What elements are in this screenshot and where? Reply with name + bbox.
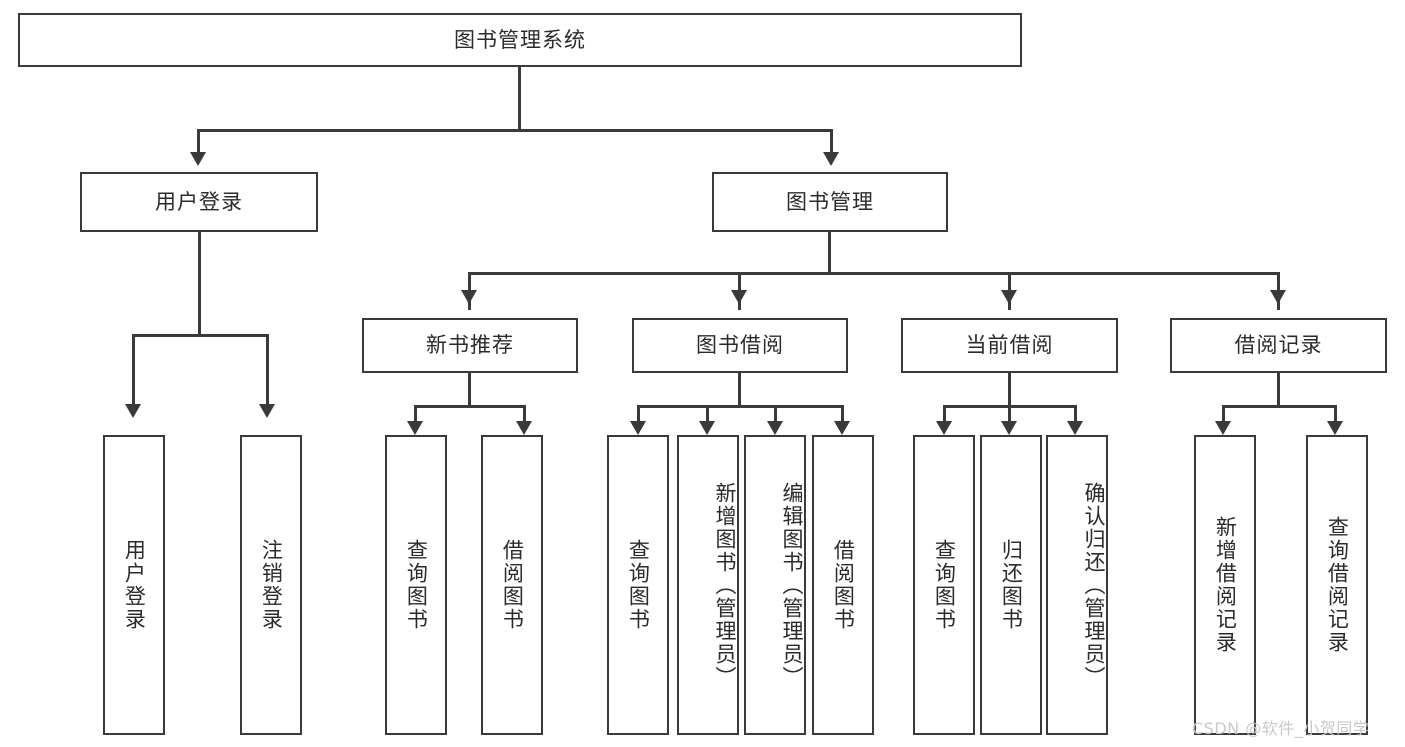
edge-user-login-bus (132, 334, 269, 337)
node-current-borrow[interactable]: 当前借阅 (901, 318, 1118, 373)
leaf-add-book-admin[interactable]: 新增图书（管理员） (677, 435, 739, 735)
edge-cb-to-leaf-1 (943, 405, 946, 427)
edge-new-book-to-leaf-1 (414, 405, 417, 427)
edge-user-login-stem (198, 232, 201, 336)
leaf-user-login[interactable]: 用户登录 (103, 435, 165, 735)
node-label: 借阅图书 (831, 539, 856, 631)
edge-bb-to-leaf-3 (774, 405, 777, 427)
edge-book-borrow-stem (738, 373, 741, 407)
edge-user-login-to-leaf-1 (132, 334, 135, 406)
edge-br-to-leaf-1 (1222, 405, 1225, 427)
leaf-query-borrow-record[interactable]: 查询借阅记录 (1306, 435, 1368, 735)
arrowhead-bb-leaf-3 (767, 421, 783, 435)
node-book-borrow[interactable]: 图书借阅 (632, 318, 848, 373)
node-label: 借阅记录 (1234, 333, 1323, 358)
node-label: 查询图书 (932, 539, 957, 631)
leaf-borrow-book-nb[interactable]: 借阅图书 (481, 435, 543, 735)
edge-new-book-to-leaf-2 (523, 405, 526, 427)
node-label: 新增图书（管理员） (713, 481, 737, 689)
node-user-login[interactable]: 用户登录 (80, 172, 318, 232)
arrowhead-bb-leaf-1 (630, 421, 646, 435)
edge-borrow-record-bus (1222, 405, 1337, 408)
edge-bb-to-leaf-2 (706, 405, 709, 427)
leaf-add-borrow-record[interactable]: 新增借阅记录 (1194, 435, 1256, 735)
edge-cb-to-leaf-2 (1008, 405, 1011, 427)
arrowhead-br-leaf-2 (1327, 421, 1343, 435)
node-borrow-record[interactable]: 借阅记录 (1170, 318, 1387, 373)
node-label: 用户登录 (155, 189, 243, 214)
node-label: 确认归还（管理员） (1082, 481, 1106, 689)
edge-root-to-book-management (830, 129, 833, 154)
leaf-borrow-book-bb[interactable]: 借阅图书 (812, 435, 874, 735)
arrowhead-leaf-logout (259, 404, 275, 418)
arrowhead-current-borrow (1001, 290, 1017, 304)
node-label: 图书管理 (786, 189, 874, 214)
node-new-book-recommend[interactable]: 新书推荐 (362, 318, 578, 373)
arrowhead-cb-leaf-2 (1001, 421, 1017, 435)
leaf-logout[interactable]: 注销登录 (240, 435, 302, 735)
node-label: 新书推荐 (426, 333, 514, 358)
node-book-management[interactable]: 图书管理 (712, 172, 948, 232)
node-label: 新增借阅记录 (1213, 516, 1238, 654)
node-label: 图书借阅 (696, 333, 784, 358)
arrowhead-br-leaf-1 (1215, 421, 1231, 435)
leaf-query-book-cb[interactable]: 查询图书 (913, 435, 975, 735)
watermark: CSDN @软件_小贺同学 (1192, 719, 1370, 738)
edge-new-book-bus (414, 405, 526, 408)
edge-root-stem (518, 67, 521, 131)
arrowhead-cb-leaf-1 (936, 421, 952, 435)
edge-current-borrow-stem (1008, 373, 1011, 407)
arrowhead-user-login (190, 152, 206, 166)
edge-root-to-user-login (197, 129, 200, 154)
node-label: 当前借阅 (965, 333, 1054, 358)
node-label: 查询图书 (626, 539, 651, 631)
node-label: 借阅图书 (500, 539, 525, 631)
arrowhead-nb-leaf-1 (407, 421, 423, 435)
node-label: 查询借阅记录 (1325, 516, 1350, 654)
leaf-query-book-nb[interactable]: 查询图书 (385, 435, 447, 735)
node-label: 编辑图书（管理员） (780, 481, 804, 689)
arrowhead-bb-leaf-4 (834, 421, 850, 435)
leaf-confirm-return-admin[interactable]: 确认归还（管理员） (1046, 435, 1108, 735)
arrowhead-new-book-recommend (461, 290, 477, 304)
node-root-book-management-system[interactable]: 图书管理系统 (18, 13, 1022, 67)
edge-borrow-record-stem (1277, 373, 1280, 407)
leaf-return-book[interactable]: 归还图书 (980, 435, 1042, 735)
edge-new-book-stem (468, 373, 471, 407)
leaf-query-book-bb[interactable]: 查询图书 (607, 435, 669, 735)
edge-book-borrow-bus (637, 405, 841, 408)
arrowhead-bb-leaf-2 (699, 421, 715, 435)
node-label: 图书管理系统 (454, 27, 586, 52)
arrowhead-nb-leaf-2 (516, 421, 532, 435)
leaf-edit-book-admin[interactable]: 编辑图书（管理员） (744, 435, 806, 735)
arrowhead-borrow-record (1270, 290, 1286, 304)
edge-root-bus (197, 129, 833, 132)
edge-bb-to-leaf-4 (841, 405, 844, 427)
edge-user-login-to-leaf-2 (266, 334, 269, 406)
edge-book-management-stem (828, 232, 831, 274)
edge-cb-to-leaf-3 (1074, 405, 1077, 427)
arrowhead-book-management (823, 152, 839, 166)
edge-bb-to-leaf-1 (637, 405, 640, 427)
edge-br-to-leaf-2 (1334, 405, 1337, 427)
edge-book-management-bus (468, 272, 1280, 275)
arrowhead-cb-leaf-3 (1067, 421, 1083, 435)
node-label: 注销登录 (259, 539, 284, 631)
node-label: 用户登录 (122, 539, 147, 631)
node-label: 归还图书 (999, 539, 1024, 631)
arrowhead-leaf-user-login (125, 404, 141, 418)
arrowhead-book-borrow (731, 290, 747, 304)
node-label: 查询图书 (404, 539, 429, 631)
